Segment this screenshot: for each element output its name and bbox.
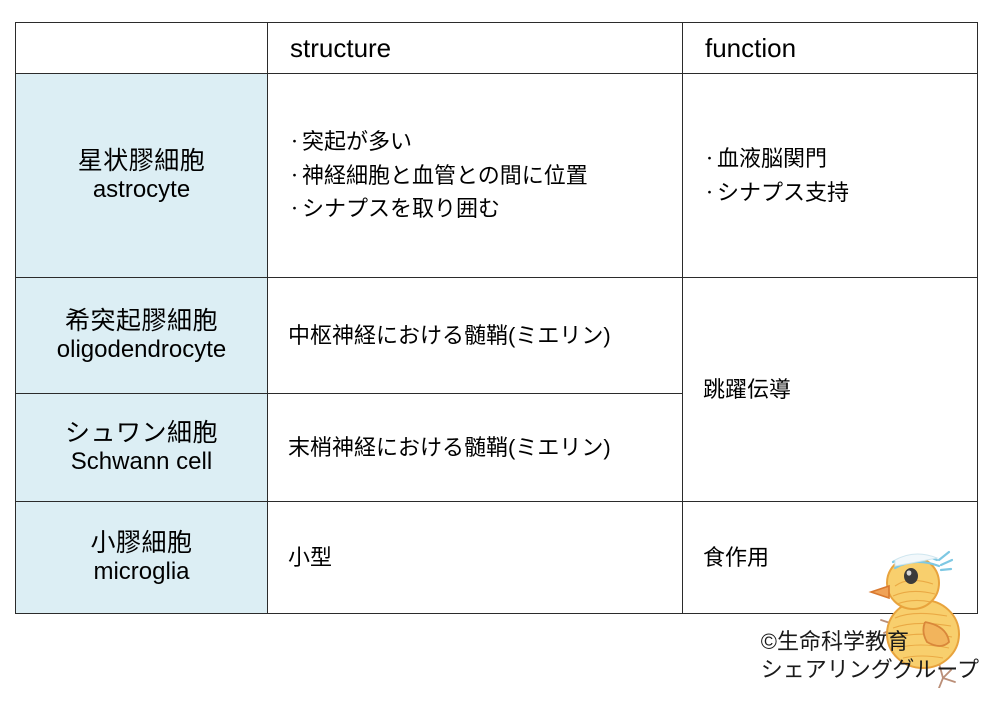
function-bullet-list: 血液脳関門 シナプス支持 [703, 142, 977, 209]
cell-function-microglia: 食作用 [682, 501, 978, 614]
row-label-en: oligodendrocyte [56, 336, 227, 364]
header-blank [15, 22, 268, 74]
row-label-astrocyte: 星状膠細胞 astrocyte [15, 73, 268, 278]
cell-structure-schwann-cell: 末梢神経における髄鞘(ミエリン) [267, 393, 683, 502]
table-row-oligodendrocyte: 希突起膠細胞 oligodendrocyte 中枢神経における髄鞘(ミエリン) … [15, 277, 978, 502]
row-label-jp: シュワン細胞 [64, 418, 218, 447]
cell-function-astrocyte: 血液脳関門 シナプス支持 [682, 73, 978, 278]
cell-structure-astrocyte: 突起が多い 神経細胞と血管との間に位置 シナプスを取り囲む [267, 73, 683, 278]
row-label-jp: 小膠細胞 [90, 528, 193, 557]
list-item: 神経細胞と血管との間に位置 [288, 159, 682, 192]
header-function: function [682, 22, 978, 74]
credit-line-2: シェアリンググループ [760, 657, 979, 683]
list-item: 突起が多い [288, 125, 682, 158]
list-item: シナプス支持 [703, 176, 977, 209]
cell-structure-oligodendrocyte: 中枢神経における髄鞘(ミエリン) [267, 277, 683, 394]
copyright-credit: ©生命科学教育 シェアリンググループ [761, 628, 979, 684]
cell-function-myelin-shared: 跳躍伝導 [682, 277, 978, 502]
header-structure: structure [267, 22, 683, 74]
list-item: シナプスを取り囲む [288, 192, 682, 225]
row-label-schwann-cell: シュワン細胞 Schwann cell [15, 393, 268, 502]
row-label-en: astrocyte [92, 176, 191, 204]
row-label-en: microglia [93, 558, 190, 586]
structure-bullet-list: 突起が多い 神経細胞と血管との間に位置 シナプスを取り囲む [288, 125, 682, 225]
glia-cells-table: structure function 星状膠細胞 astrocyte 突起が多い… [15, 22, 978, 614]
row-label-microglia: 小膠細胞 microglia [15, 501, 268, 614]
credit-line-1: ©生命科学教育 [760, 629, 909, 654]
list-item: 血液脳関門 [703, 142, 977, 175]
row-label-en: Schwann cell [70, 448, 213, 476]
table-row-schwann-cell: シュワン細胞 Schwann cell 末梢神経における髄鞘(ミエリン) [15, 393, 978, 502]
table-row-microglia: 小膠細胞 microglia 小型 食作用 [15, 501, 978, 614]
row-label-oligodendrocyte: 希突起膠細胞 oligodendrocyte [15, 277, 268, 394]
table-row-astrocyte: 星状膠細胞 astrocyte 突起が多い 神経細胞と血管との間に位置 シナプス… [15, 73, 978, 278]
table-header-row: structure function [15, 22, 978, 74]
row-label-jp: 星状膠細胞 [77, 146, 206, 175]
row-label-jp: 希突起膠細胞 [64, 306, 218, 335]
cell-structure-microglia: 小型 [267, 501, 683, 614]
